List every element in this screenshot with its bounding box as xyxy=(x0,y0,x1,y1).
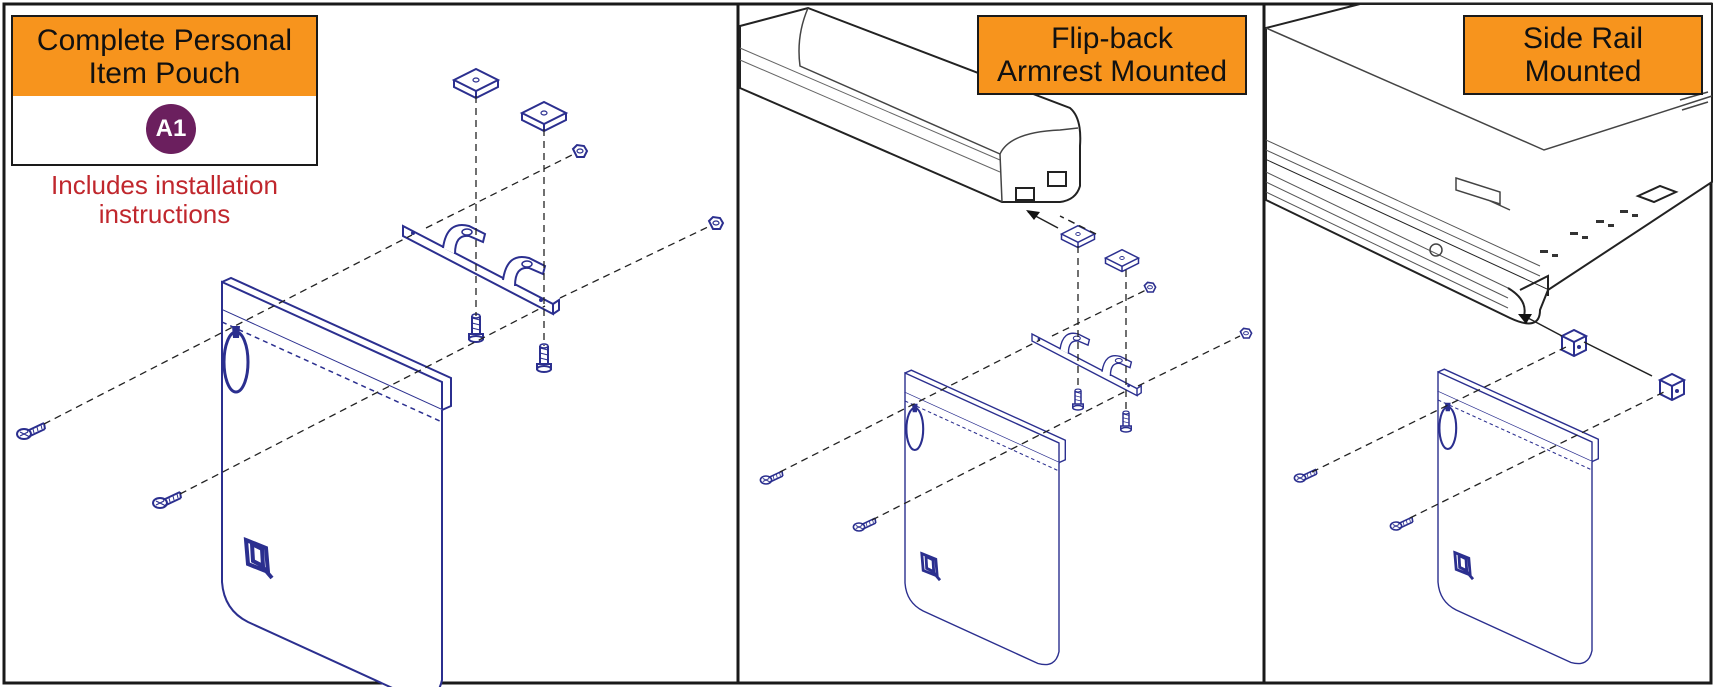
panel-title-complete-pouch: Complete Personal Item Pouch xyxy=(11,15,318,98)
panel-title-flip-back-armrest: Flip-back Armrest Mounted xyxy=(977,15,1247,95)
panel-complete-pouch xyxy=(16,68,724,687)
armrest-pad-drawing xyxy=(739,6,1082,203)
kit-code-box: A1 xyxy=(11,96,318,166)
note-line: instructions xyxy=(98,199,231,229)
arrow-icon xyxy=(1026,210,1040,220)
panel-flip-back-armrest xyxy=(739,6,1253,667)
panel-title-line: Item Pouch xyxy=(88,56,241,90)
assembly-lines xyxy=(43,96,711,495)
panel-title-side-rail: Side Rail Mounted xyxy=(1463,15,1703,95)
panel-title-line: Flip-back xyxy=(1051,22,1173,55)
arrow-icon xyxy=(1518,314,1532,324)
panel-title-line: Mounted xyxy=(1524,55,1642,88)
installation-note: Includes installation instructions xyxy=(11,171,318,229)
panel-title-line: Complete Personal xyxy=(36,23,293,57)
kit-code-badge: A1 xyxy=(146,104,196,154)
panel-side-rail xyxy=(1265,3,1713,666)
panel-title-line: Side Rail xyxy=(1522,22,1644,55)
note-line: Includes installation xyxy=(51,170,278,200)
assembly-lines xyxy=(779,246,1241,521)
panel-title-line: Armrest Mounted xyxy=(996,55,1228,88)
